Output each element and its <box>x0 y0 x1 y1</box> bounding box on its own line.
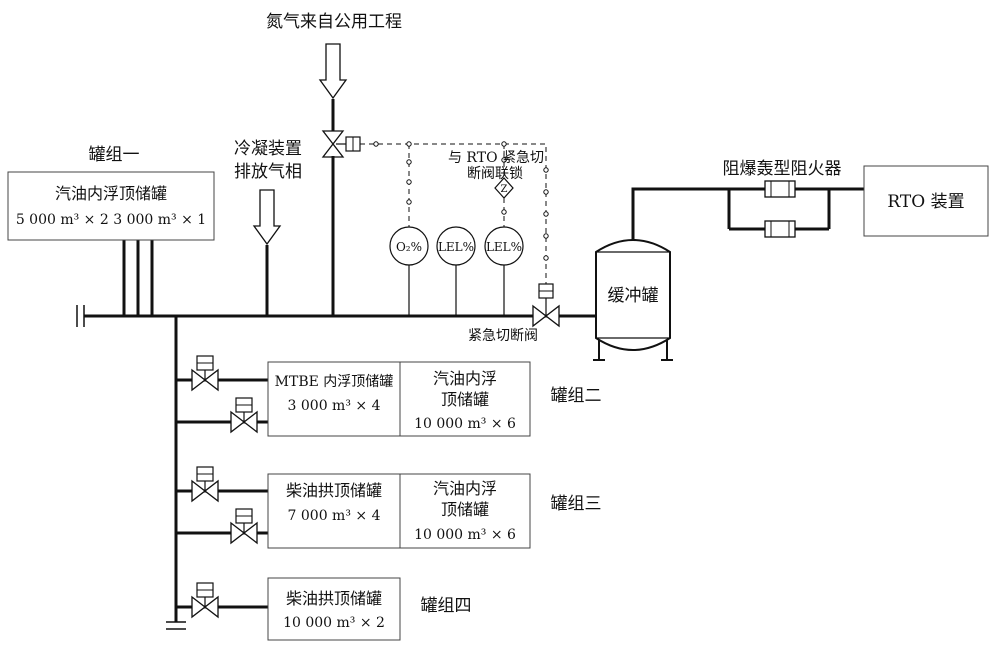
tank-group-2-label: 罐组二 <box>551 386 602 406</box>
condenser-vent-label: 排放气相 <box>234 162 302 182</box>
tank-group-3-right-capacity: 10 000 m³ × 6 <box>414 527 516 543</box>
tank-group-2-right-name: 顶储罐 <box>441 390 489 409</box>
tank-group-1-name: 汽油内浮顶储罐 <box>55 184 167 203</box>
tank-group-2-left-capacity: 3 000 m³ × 4 <box>288 398 381 414</box>
nitrogen-supply-arrow <box>318 43 348 100</box>
tank-group-2-left-name: MTBE 内浮顶储罐 <box>275 374 394 390</box>
rto-feed-pipe <box>631 187 729 240</box>
flame-arrester-2 <box>764 220 796 238</box>
interlock-note: 与 RTO 紧急切 <box>448 150 544 166</box>
tank-group-3-label: 罐组三 <box>551 494 602 514</box>
o2-analyzer-label: O₂% <box>396 240 422 254</box>
lel-analyzer-1 <box>436 226 476 266</box>
condenser-vent-arrow <box>252 189 282 246</box>
tank-group-2-right-capacity: 10 000 m³ × 6 <box>414 416 516 432</box>
o2-analyzer <box>389 226 429 266</box>
rto-unit-box <box>863 165 989 237</box>
tank-group-4-name: 柴油拱顶储罐 <box>286 589 382 608</box>
buffer-tank-label: 缓冲罐 <box>608 286 659 306</box>
emergency-valve-label: 紧急切断阀 <box>468 328 538 344</box>
lel-analyzer-1-label: LEL% <box>438 240 474 254</box>
tank-group-4-label: 罐组四 <box>421 596 472 616</box>
interlock-z-label: Z <box>501 184 508 195</box>
tank-group-4-capacity: 10 000 m³ × 2 <box>283 615 385 631</box>
tank-group-3-right-name: 顶储罐 <box>441 500 489 519</box>
tank-group-2-right-name: 汽油内浮 <box>433 369 497 388</box>
tank-group-2-valve-2[interactable] <box>230 397 258 433</box>
flame-arrester-1 <box>764 180 796 198</box>
tank-group-2-box <box>267 361 531 437</box>
lel-analyzer-2-label: LEL% <box>486 240 522 254</box>
tank-group-3-valve-1[interactable] <box>191 466 219 502</box>
tank-group-2-valve-1[interactable] <box>191 355 219 391</box>
tank-group-3-left-name: 柴油拱顶储罐 <box>286 481 382 500</box>
tank-group-4-valve[interactable] <box>191 582 219 618</box>
tank-group-1-capacity: 5 000 m³ × 2 3 000 m³ × 1 <box>16 212 206 228</box>
tank-group-3-box <box>267 473 531 549</box>
rto-unit-label: RTO 装置 <box>887 192 964 212</box>
tank-group-3-right-name: 汽油内浮 <box>433 479 497 498</box>
interlock-note: 断阀联锁 <box>467 166 523 182</box>
interlock-diamond-icon <box>494 177 514 199</box>
condenser-vent-label: 冷凝装置 <box>234 139 302 159</box>
tank-group-3-left-capacity: 7 000 m³ × 4 <box>288 508 381 524</box>
tank-group-3-valve-2[interactable] <box>230 508 258 544</box>
nitrogen-source-label: 氮气来自公用工程 <box>266 12 402 32</box>
tank-group-4-box <box>267 577 401 641</box>
lel-analyzer-2 <box>484 226 524 266</box>
tank-group-1-label: 罐组一 <box>89 145 140 165</box>
signal-nodes <box>373 141 549 261</box>
flame-arrester-label: 阻爆轰型阻火器 <box>723 159 842 179</box>
tank-group-1-box <box>7 171 215 241</box>
